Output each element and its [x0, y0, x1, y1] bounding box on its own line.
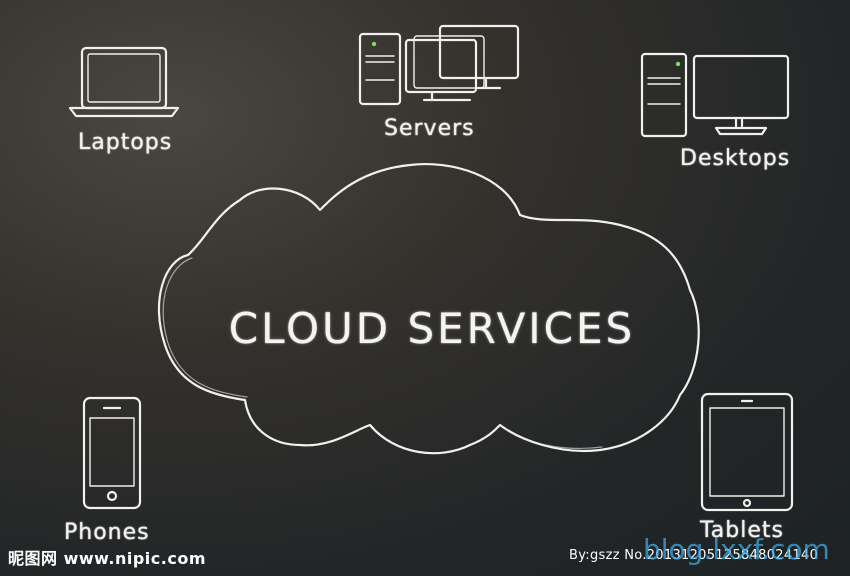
cloud-services-title: CLOUD SERVICES	[228, 304, 636, 353]
phone-icon	[82, 396, 142, 510]
label-laptops: Laptops	[78, 130, 173, 155]
server-icon	[358, 24, 520, 106]
site-mark: 昵图网 www.nipic.com	[8, 549, 206, 568]
tablet-icon	[700, 392, 794, 512]
label-desktops: Desktops	[680, 146, 791, 171]
cloud-outline	[157, 163, 700, 455]
laptop-icon	[68, 46, 180, 118]
credit-text: By:gszz No.20131205125848024140	[569, 548, 819, 563]
label-servers: Servers	[384, 116, 475, 141]
desktop-icon	[640, 52, 790, 138]
label-phones: Phones	[64, 520, 150, 545]
watermark-text: blog.lxxf.com	[643, 533, 830, 566]
label-tablets: Tablets	[700, 518, 784, 543]
